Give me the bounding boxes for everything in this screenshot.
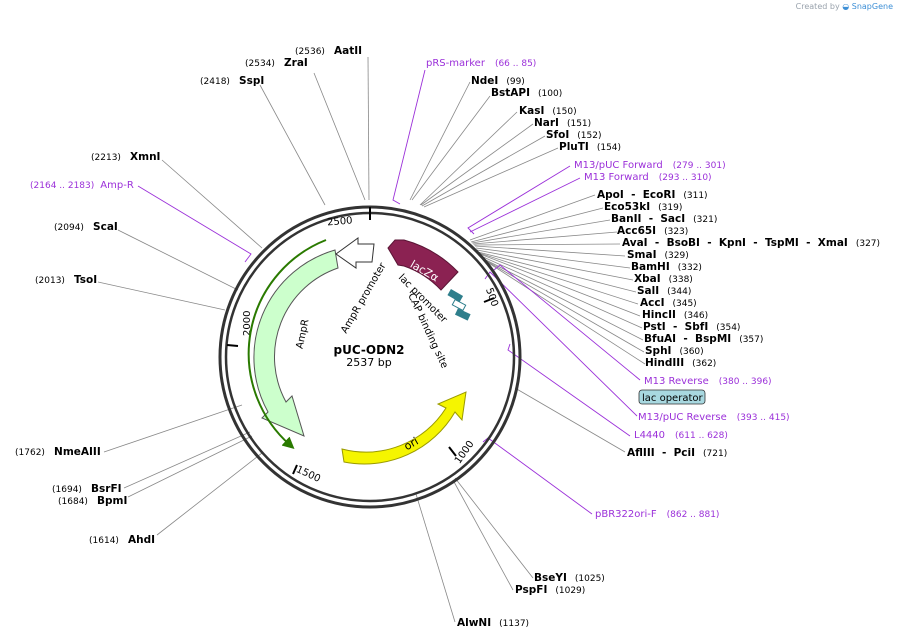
snapgene-logo-icon: ◒ [842,2,850,11]
ruler-ticks [226,207,495,475]
ori-feature[interactable] [341,391,467,465]
enzyme-banii-saci[interactable]: BanII - SacI(321) [611,213,717,225]
primer-prs-marker[interactable]: pRS-marker(66 .. 85) [426,58,536,69]
primer-m13-puc-forward[interactable]: M13/pUC Forward(279 .. 301) [574,160,726,171]
enzyme-sfoi[interactable]: SfoI(152) [546,129,601,141]
ruler-2500: 2500 [327,215,353,228]
enzyme-hindiii[interactable]: HindIII(362) [645,357,716,369]
enzyme-sspi[interactable]: (2418) SspI [200,69,264,88]
enzyme-xbai[interactable]: XbaI(338) [634,273,693,285]
right-enzyme-labels: NdeI(99) BstAPI(100) KasI(150) NarI(151)… [457,75,880,629]
ampr-label: AmpR [295,318,312,350]
enzyme-bseyi[interactable]: BseYI(1025) [534,572,605,584]
enzyme-afliii-pcii[interactable]: AflIII - PciI(721) [627,447,727,459]
left-enzyme-labels: (2536) AatII (2534) ZraI (2418) SspI (22… [15,39,362,547]
ampr-promoter-feature[interactable] [335,237,375,269]
ori-label: ori [402,435,421,453]
primer-connectors [137,69,641,515]
enzyme-bamhi[interactable]: BamHI(332) [631,261,702,273]
enzyme-bpmi[interactable]: (1684) BpmI [58,489,127,508]
enzyme-sphi[interactable]: SphI(360) [645,345,704,357]
primer-amp-r[interactable]: (2164 .. 2183)Amp-R [30,180,134,191]
enzyme-avai-group[interactable]: AvaI - BsoBI - KpnI - TspMI - XmaI(327) [622,237,880,249]
enzyme-kasi[interactable]: KasI(150) [519,105,577,117]
cap-binding-site-feature[interactable] [454,308,471,321]
plasmid-name: pUC-ODN2 [334,343,405,357]
enzyme-nari[interactable]: NarI(151) [534,117,591,129]
ruler-2000: 2000 [242,311,253,336]
enzyme-smai[interactable]: SmaI(329) [627,249,689,261]
enzyme-bfuai-bspmi[interactable]: BfuAI - BspMI(357) [644,333,763,345]
enzyme-aatii[interactable]: (2536) AatII [295,39,362,58]
label-connectors [97,56,646,623]
enzyme-bsrfi[interactable]: (1694) BsrFI [52,477,122,496]
enzyme-ahdi[interactable]: (1614) AhdI [89,528,155,547]
enzyme-alwni[interactable]: AlwNI(1137) [457,617,529,629]
plasmid-size: 2537 bp [346,356,391,369]
enzyme-xmni[interactable]: (2213) XmnI [91,145,160,164]
lac-operator-label[interactable]: lac operator [642,393,703,404]
enzyme-bstapi[interactable]: BstAPI(100) [491,87,562,99]
enzyme-zrai[interactable]: (2534) ZraI [245,51,308,70]
primer-l4440[interactable]: L4440(611 .. 628) [634,430,728,441]
enzyme-apoi-ecori[interactable]: ApoI - EcoRI(311) [597,189,708,201]
lacz-alpha-feature[interactable] [387,239,459,291]
primer-m13-reverse[interactable]: M13 Reverse(380 .. 396) [644,376,772,387]
enzyme-pspfi[interactable]: PspFI(1029) [515,584,585,596]
lac-operator-box [638,389,706,405]
enzyme-psti-sbfi[interactable]: PstI - SbfI(354) [643,321,740,333]
ampr-promoter-label: AmpR promoter [339,260,389,335]
primer-m13-forward[interactable]: M13 Forward(293 .. 310) [584,172,712,183]
enzyme-hincii[interactable]: HincII(346) [642,309,708,321]
enzyme-sali[interactable]: SalI(344) [637,285,691,297]
ampr-arc-marker [247,239,327,449]
lac-operator-feature[interactable] [451,298,467,312]
enzyme-tsoi[interactable]: (2013) TsoI [35,268,97,287]
primer-labels: pRS-marker(66 .. 85) M13/pUC Forward(279… [30,58,790,520]
ruler-1000: 1000 [453,439,477,466]
lac-promoter-feature[interactable] [447,289,464,303]
primer-m13-puc-reverse[interactable]: M13/pUC Reverse(393 .. 415) [638,412,790,423]
enzyme-eco53ki[interactable]: Eco53kI(319) [604,201,682,213]
enzyme-ndei[interactable]: NdeI(99) [471,75,525,87]
enzyme-acc65i[interactable]: Acc65I(323) [617,225,688,237]
ampr-feature[interactable] [253,249,339,437]
enzyme-nmeaiii[interactable]: (1762) NmeAIII [15,440,101,459]
enzyme-pluti[interactable]: PluTI(154) [559,141,621,153]
primer-pbr322ori-f[interactable]: pBR322ori-F(862 .. 881) [595,509,719,520]
enzyme-acci[interactable]: AccI(345) [640,297,697,309]
enzyme-scai[interactable]: (2094) ScaI [54,215,118,234]
snapgene-credit: Created by ◒ SnapGene [795,2,893,11]
